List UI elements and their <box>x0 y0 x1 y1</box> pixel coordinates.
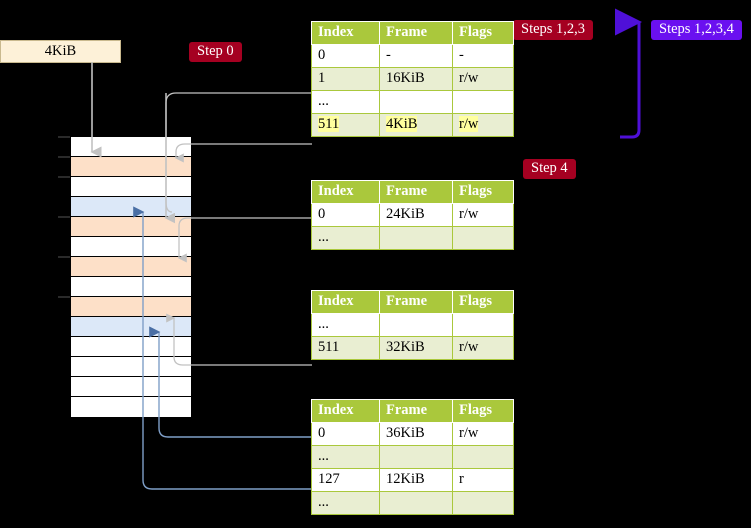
column-header-index: Index <box>311 399 380 423</box>
column-header-index: Index <box>311 290 380 314</box>
cell-flags <box>452 445 514 469</box>
cell-flags: - <box>452 44 514 68</box>
column-header-frame: Frame <box>379 21 453 45</box>
column-header-index: Index <box>311 180 380 204</box>
cell-index: 0 <box>311 422 380 446</box>
memory-frame-row <box>71 357 191 377</box>
cell-frame: 4KiB <box>379 113 453 137</box>
steps123-label: Steps 1,2,3 <box>521 21 586 37</box>
cell-index: ... <box>311 226 380 250</box>
cell-flags <box>452 313 514 337</box>
cell-flags: r/w <box>452 422 514 446</box>
kib-frame-label: 4KiB <box>44 43 77 59</box>
table-row: ... <box>311 313 514 337</box>
cell-index: ... <box>311 445 380 469</box>
table-row: ... <box>311 491 514 515</box>
cell-frame <box>379 226 453 250</box>
cell-frame: - <box>379 44 453 68</box>
cell-index: 1 <box>311 67 380 91</box>
memory-frame-row <box>71 397 191 417</box>
table-row: ... <box>311 445 514 469</box>
cell-frame <box>379 445 453 469</box>
cell-frame: 32KiB <box>379 336 453 360</box>
memory-frame-row <box>71 157 191 177</box>
cell-flags: r/w <box>452 113 514 137</box>
memory-frame-row <box>71 297 191 317</box>
column-header-flags: Flags <box>452 290 514 314</box>
kib-frame-box: 4KiB <box>0 40 121 63</box>
memory-frame-row <box>71 317 191 337</box>
column-header-frame: Frame <box>379 180 453 204</box>
cell-index: ... <box>311 90 380 114</box>
cell-index: 0 <box>311 44 380 68</box>
cell-index: 127 <box>311 468 380 492</box>
memory-frame-row <box>71 337 191 357</box>
step0-label: Step 0 <box>197 43 234 59</box>
memory-frame-row <box>71 377 191 397</box>
cell-frame: 24KiB <box>379 203 453 227</box>
memory-frame-row <box>71 197 191 217</box>
cell-frame <box>379 491 453 515</box>
column-header-flags: Flags <box>452 21 514 45</box>
memory-frame-row <box>71 177 191 197</box>
cell-frame <box>379 313 453 337</box>
cell-flags <box>452 491 514 515</box>
step4-badge: Step 4 <box>523 159 576 179</box>
memory-frame-row <box>71 257 191 277</box>
cell-flags <box>452 226 514 250</box>
cell-flags: r <box>452 468 514 492</box>
cell-flags: r/w <box>452 336 514 360</box>
cell-index: 0 <box>311 203 380 227</box>
cell-index: 511 <box>311 336 380 360</box>
step4-label: Step 4 <box>531 160 568 176</box>
memory-frame-row <box>71 217 191 237</box>
column-header-flags: Flags <box>452 399 514 423</box>
cell-flags <box>452 90 514 114</box>
column-header-flags: Flags <box>452 180 514 204</box>
memory-frame-row <box>71 237 191 257</box>
cell-frame: 12KiB <box>379 468 453 492</box>
table-row: ... <box>311 226 514 250</box>
step0-badge: Step 0 <box>189 42 242 62</box>
table-row: ... <box>311 90 514 114</box>
column-header-frame: Frame <box>379 399 453 423</box>
memory-frame-row <box>71 137 191 157</box>
steps1234-badge: Steps 1,2,3,4 <box>651 20 742 40</box>
physical-memory-column <box>70 136 191 417</box>
cell-frame: 16KiB <box>379 67 453 91</box>
column-header-frame: Frame <box>379 290 453 314</box>
cell-frame: 36KiB <box>379 422 453 446</box>
cell-index: 511 <box>311 113 380 137</box>
cell-flags: r/w <box>452 203 514 227</box>
memory-frame-row <box>71 277 191 297</box>
cell-index: ... <box>311 491 380 515</box>
cell-frame <box>379 90 453 114</box>
table-row: 0-- <box>311 44 514 68</box>
cell-flags: r/w <box>452 67 514 91</box>
cell-index: ... <box>311 313 380 337</box>
column-header-index: Index <box>311 21 380 45</box>
steps1234-label: Steps 1,2,3,4 <box>659 21 734 37</box>
steps123-badge: Steps 1,2,3 <box>513 20 594 40</box>
